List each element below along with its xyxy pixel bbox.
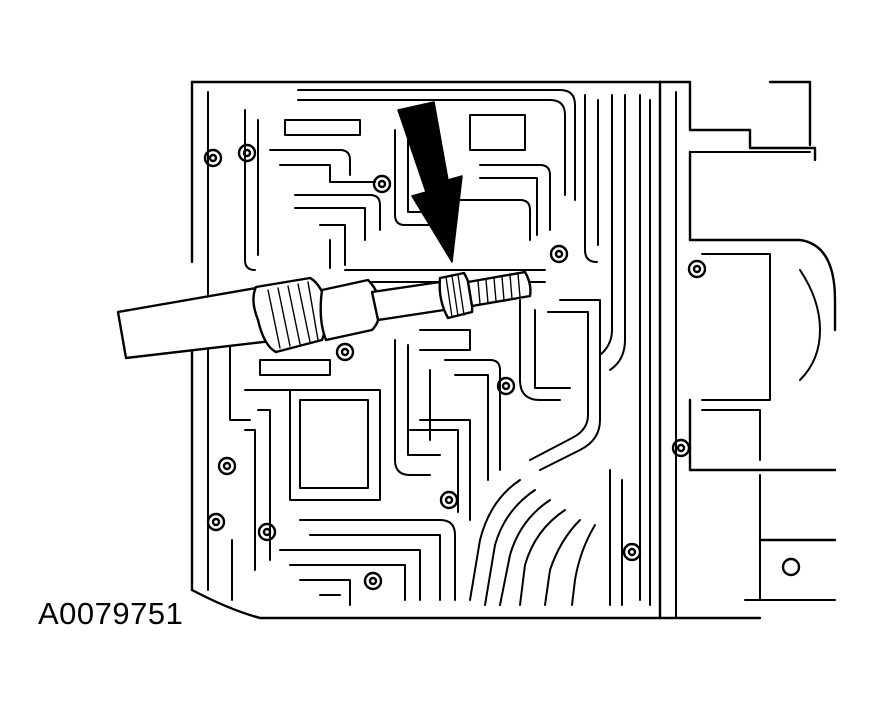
case-housing <box>658 80 837 601</box>
socket-tool <box>116 270 532 360</box>
arrow-down-icon <box>397 101 463 263</box>
fluid-channels <box>229 89 651 606</box>
figure-id-label: A0079751 <box>38 596 184 631</box>
